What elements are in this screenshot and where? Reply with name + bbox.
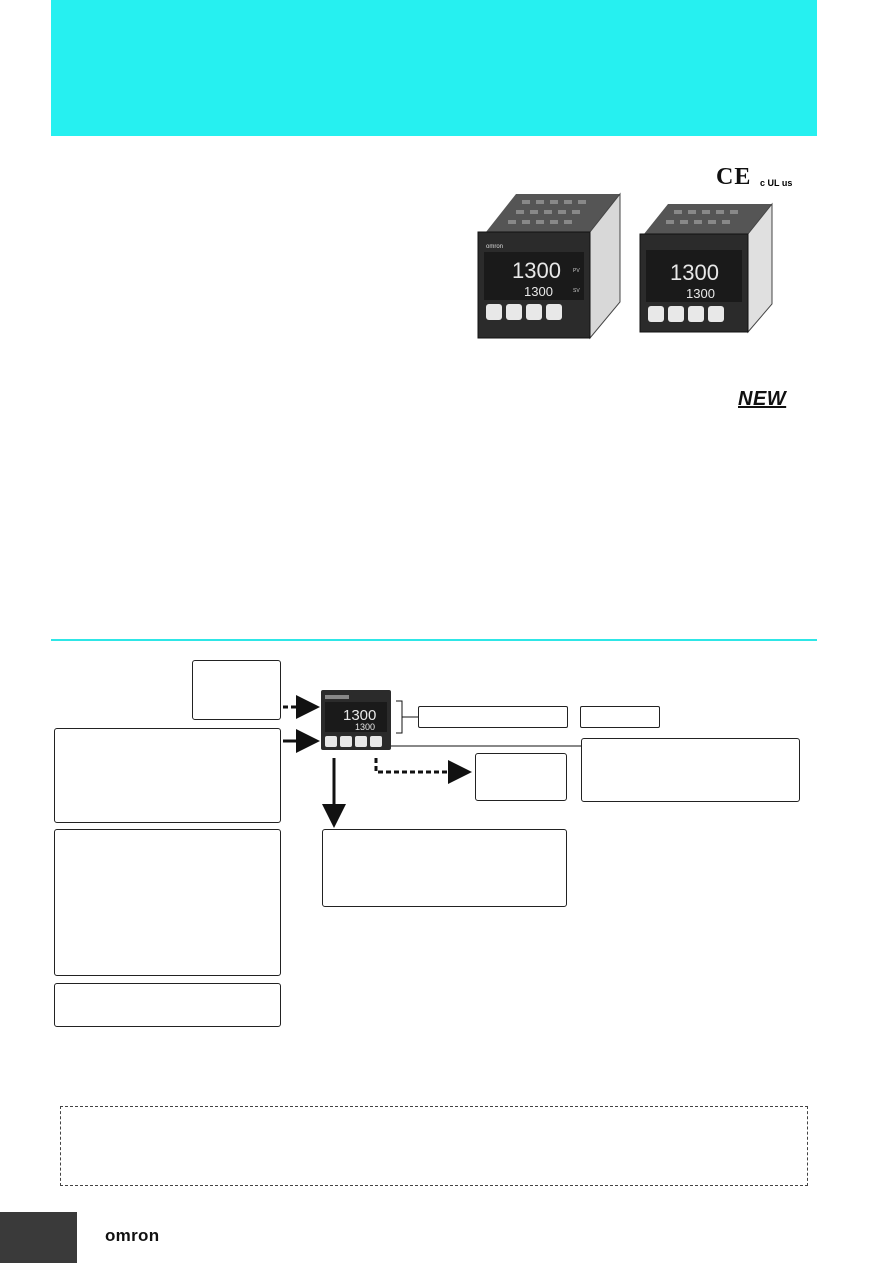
diagram-box-left-3	[54, 983, 281, 1027]
svg-text:1300: 1300	[686, 286, 715, 301]
ul-listed-icon: c UL us	[760, 178, 792, 188]
pv-display-text: 1300	[512, 258, 561, 283]
new-badge: NEW	[738, 388, 787, 410]
diagram-box-left-1	[54, 728, 281, 823]
note-box	[60, 1106, 808, 1186]
controller-thumbnail: 1300 1300	[321, 690, 391, 750]
svg-text:1300: 1300	[355, 722, 375, 732]
footer-brand-logo: omron	[105, 1226, 160, 1245]
svg-text:1300: 1300	[670, 260, 719, 285]
sv-display-text: 1300	[524, 284, 553, 299]
footer-page-tab	[0, 1212, 77, 1263]
diagram-box-left-2	[54, 829, 281, 976]
svg-text:1300: 1300	[343, 707, 376, 724]
certification-marks: CE c UL us	[716, 164, 808, 192]
product-photo-left: omron 1300 1300 PV SV	[477, 192, 621, 340]
section-divider	[51, 639, 817, 641]
sv-label: SV	[573, 288, 580, 294]
diagram-box-right	[581, 738, 800, 802]
diagram-pill-1	[418, 706, 568, 728]
header-banner	[51, 0, 817, 136]
diagram-box-middle	[475, 753, 567, 801]
ul-mark-text: c UL us	[760, 178, 792, 188]
product-photo-right: 1300 1300	[639, 202, 773, 334]
arrow-icon	[374, 758, 472, 784]
diagram-pill-2	[580, 706, 660, 728]
diagram-connectors	[283, 695, 581, 828]
diagram-box-top	[192, 660, 281, 720]
pv-label: PV	[573, 268, 580, 274]
ce-mark-icon: CE	[716, 164, 752, 190]
brand-logo-text: omron	[486, 244, 503, 250]
diagram-box-bottom	[322, 829, 567, 907]
